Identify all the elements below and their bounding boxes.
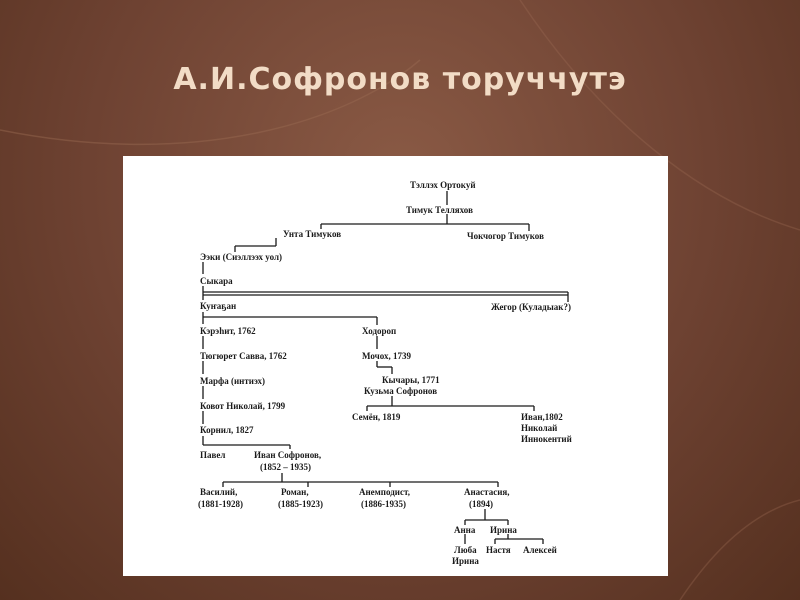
slide-title: А.И.Софронов торуччутэ	[173, 62, 627, 97]
node-kovot-nikolai: Ковот Николай, 1799	[200, 401, 286, 411]
node-timuk-tellyakhov: Тимук Телляхов	[406, 205, 473, 215]
node-zhegor: Жегор (Кулады­ак?)	[491, 302, 571, 312]
node-chokchogor-timukov: Чокчогор Тимуков	[467, 231, 544, 241]
node-mochokh: Мочох, 1739	[362, 351, 411, 361]
node-tyugyuret-savva: Тюгюрет Савва, 1762	[200, 351, 287, 361]
node-anempodist: Анемподист,	[359, 487, 410, 497]
node-kuzma-sofronov: Кузьма Софронов	[364, 386, 438, 396]
node-anastasia-year: (1894)	[469, 499, 493, 509]
node-kereiit: Кэрэһит, 1762	[200, 326, 256, 336]
node-anempodist-years: (1886-1935)	[361, 499, 406, 509]
node-ivan-1802-innokenty: Иннокентий	[521, 434, 572, 444]
node-lyuba: Люба	[454, 545, 477, 555]
node-vasily: Василий,	[200, 487, 238, 497]
node-khodorop: Ходороп	[362, 326, 397, 336]
node-semen: Семён, 1819	[352, 412, 401, 422]
node-telleh-ortokui: Тэллэх Ортокуй	[410, 180, 476, 190]
node-ivan-sofronov-years: (1852 – 1935)	[260, 462, 311, 472]
node-irina-granddaughter: Ирина	[452, 556, 479, 566]
node-anastasia: Анастасия,	[464, 487, 510, 497]
node-irina: Ирина	[490, 525, 517, 535]
node-eki: Ээки (Сиэллээх уол)	[200, 252, 283, 262]
node-vasily-years: (1881-1928)	[198, 499, 243, 509]
node-marfa: Марфа (интиэх)	[200, 376, 265, 386]
node-aleksei: Алексей	[523, 545, 557, 555]
node-roman: Роман,	[281, 487, 309, 497]
node-nastya: Настя	[486, 545, 511, 555]
node-kychary: Кычары, 1771	[382, 375, 440, 385]
node-ivan-sofronov: Иван Софронов,	[254, 450, 322, 460]
node-roman-years: (1885-1923)	[278, 499, 323, 509]
node-sykara: Сыкара	[200, 276, 233, 286]
node-ivan-1802: Иван,1802	[521, 412, 563, 422]
node-kornil: Корнил, 1827	[200, 425, 254, 435]
node-kunagan: Куҥаҕан	[200, 301, 237, 311]
tree-connectors	[202, 191, 569, 544]
node-pavel: Павел	[200, 450, 226, 460]
node-anna: Анна	[454, 525, 476, 535]
node-ivan-1802-nikolai: Николай	[521, 423, 558, 433]
family-tree-document: Тэллэх Ортокуй Тимук Телляхов Унта Тимук…	[123, 156, 668, 576]
node-unta-timukov: Унта Тимуков	[283, 229, 342, 239]
